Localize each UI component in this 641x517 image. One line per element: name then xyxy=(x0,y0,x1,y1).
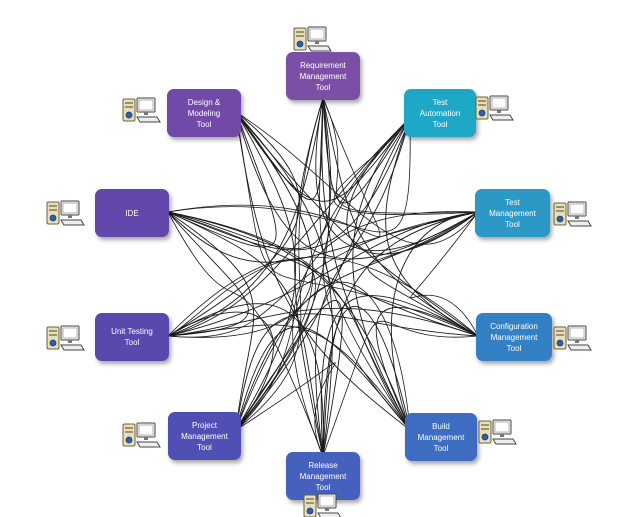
connection-line xyxy=(390,211,479,431)
computer-icon xyxy=(553,201,592,227)
connection-line xyxy=(167,211,324,457)
node-design-modeling-tool[interactable]: Design & Modeling Tool xyxy=(167,89,241,137)
computer-icon xyxy=(46,325,85,351)
connection-line xyxy=(235,111,479,245)
connection-line xyxy=(167,259,316,431)
computer-icon xyxy=(303,493,342,517)
connection-line xyxy=(167,211,411,431)
connection-line xyxy=(322,117,411,431)
connection-line xyxy=(235,281,411,431)
connection-line xyxy=(235,111,314,431)
connection-line xyxy=(385,117,479,337)
connection-line xyxy=(167,111,314,338)
node-configuration-management-tool[interactable]: Configuration Management Tool xyxy=(476,313,552,361)
connection-line xyxy=(167,256,479,337)
connection-line xyxy=(294,97,324,457)
connection-line xyxy=(167,307,479,337)
node-label: Project Management Tool xyxy=(181,420,228,452)
node-label: Configuration Management Tool xyxy=(490,321,538,353)
connection-line xyxy=(315,117,411,457)
connection-line xyxy=(322,305,411,457)
computer-icon xyxy=(122,422,161,448)
node-label: Design & Modeling Tool xyxy=(187,97,221,129)
node-build-management-tool[interactable]: Build Management Tool xyxy=(405,413,477,461)
connection-line xyxy=(235,362,336,457)
node-label: Release Management Tool xyxy=(299,460,347,492)
computer-icon xyxy=(478,419,517,445)
node-test-management-tool[interactable]: Test Management Tool xyxy=(475,189,550,237)
connection-line xyxy=(322,320,479,457)
node-project-management-tool[interactable]: Project Management Tool xyxy=(168,412,241,460)
node-label: Test Automation Tool xyxy=(419,97,461,129)
computer-icon xyxy=(46,200,85,226)
connection-line xyxy=(235,117,411,431)
connection-line xyxy=(235,111,333,457)
node-release-management-tool[interactable]: Release Management Tool xyxy=(286,452,360,500)
connection-line xyxy=(320,294,479,457)
connection-line xyxy=(235,111,411,431)
node-label: Build Management Tool xyxy=(417,421,465,453)
connection-line xyxy=(167,117,411,233)
connection-line xyxy=(235,111,479,337)
connection-line xyxy=(235,111,296,431)
computer-icon xyxy=(293,26,332,52)
connection-line xyxy=(235,111,479,260)
node-label: Test Management Tool xyxy=(489,197,536,229)
node-test-automation-tool[interactable]: Test Automation Tool xyxy=(404,89,476,137)
connection-line xyxy=(167,111,277,248)
connection-line xyxy=(167,211,479,337)
connection-line xyxy=(410,211,479,337)
connection-line xyxy=(167,117,411,251)
connection-line xyxy=(235,117,411,431)
node-label: Requirement Management Tool xyxy=(299,60,347,92)
connection-line xyxy=(292,211,479,457)
connection-line xyxy=(167,211,249,337)
connection-line xyxy=(167,111,300,337)
connection-line xyxy=(167,97,332,250)
connection-line xyxy=(167,211,255,431)
connection-line xyxy=(375,307,479,431)
node-label: IDE xyxy=(125,208,139,218)
connection-line xyxy=(322,211,479,457)
computer-icon xyxy=(475,95,514,121)
connection-line xyxy=(235,313,479,431)
node-label: Unit Testing Tool xyxy=(111,327,153,347)
connection-line xyxy=(235,211,479,431)
connection-line xyxy=(167,311,274,431)
computer-icon xyxy=(553,325,592,351)
node-requirement-management-tool[interactable]: Requirement Management Tool xyxy=(286,52,360,100)
computer-icon xyxy=(122,97,161,123)
connection-line xyxy=(322,97,479,337)
connection-line xyxy=(167,211,411,431)
connection-line xyxy=(167,211,479,338)
connection-line xyxy=(322,97,479,214)
node-unit-testing-tool[interactable]: Unit Testing Tool xyxy=(95,313,169,361)
connection-line xyxy=(167,211,324,457)
connection-line xyxy=(322,97,411,204)
node-ide[interactable]: IDE xyxy=(95,189,169,237)
